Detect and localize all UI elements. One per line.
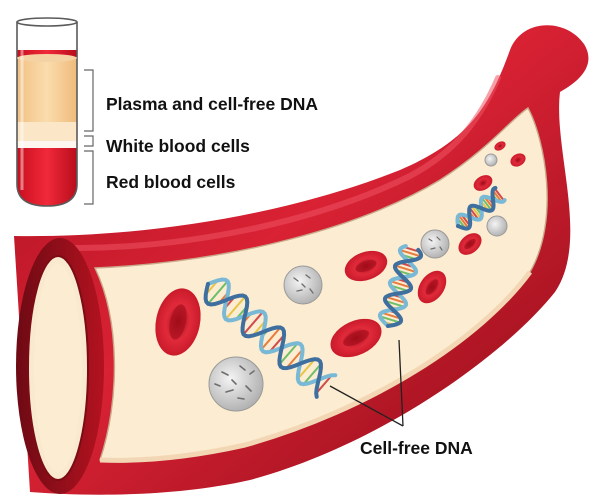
dna-base-pair bbox=[224, 295, 247, 320]
white-blood-cell-icon bbox=[208, 356, 264, 412]
dna-base-pair bbox=[457, 214, 470, 229]
dna-base-pair bbox=[394, 264, 417, 273]
red-blood-cell-icon bbox=[510, 153, 526, 167]
cell-free-dna-fragments bbox=[203, 185, 507, 399]
cell-free-dna-pointers bbox=[329, 339, 404, 427]
white-blood-cells bbox=[208, 153, 508, 412]
dna-strand bbox=[206, 277, 338, 387]
dna-base-pair bbox=[470, 205, 482, 219]
dna-base-pair bbox=[315, 374, 333, 394]
dna-strand bbox=[203, 282, 323, 399]
dna-base-pair bbox=[390, 280, 412, 289]
dna-base-pair bbox=[384, 300, 405, 308]
test-tube-icon bbox=[16, 17, 78, 207]
dna-base-pair bbox=[242, 311, 264, 335]
white-blood-cell-icon bbox=[420, 229, 450, 259]
dna-base-pair bbox=[297, 358, 316, 380]
red-blood-cells-label: Red blood cells bbox=[106, 172, 236, 192]
red-blood-cell-icon bbox=[344, 250, 388, 282]
white-blood-cell-icon bbox=[283, 265, 323, 305]
dna-base-pair bbox=[207, 280, 229, 305]
dna-helix-icon bbox=[203, 277, 338, 399]
red-blood-cell-icon bbox=[330, 318, 382, 358]
dna-base-pair bbox=[399, 249, 422, 258]
dna-base-pair bbox=[260, 326, 282, 350]
dna-base-pair bbox=[302, 363, 322, 385]
red-blood-cell-icon bbox=[473, 175, 493, 191]
layer-brackets bbox=[84, 69, 94, 205]
dna-base-pair bbox=[285, 348, 304, 369]
dna-base-pair bbox=[278, 342, 299, 365]
dna-base-pair bbox=[379, 315, 401, 324]
dna-base-pair bbox=[493, 187, 505, 202]
dna-helix-icon bbox=[377, 244, 424, 328]
dna-strand bbox=[456, 185, 498, 231]
white-blood-cell-icon bbox=[484, 153, 498, 167]
dna-base-pair bbox=[268, 334, 285, 353]
red-blood-cell-icon bbox=[458, 233, 482, 255]
tube-plasma-layer bbox=[17, 58, 77, 125]
red-blood-cell-icon bbox=[417, 270, 447, 304]
dna-base-pair bbox=[481, 197, 493, 212]
red-blood-cell-icon bbox=[494, 141, 506, 151]
dna-helix-icon bbox=[455, 185, 507, 231]
red-blood-cell-icon bbox=[155, 288, 201, 356]
plasma-label: Plasma and cell-free DNA bbox=[106, 94, 319, 114]
red-blood-cells bbox=[155, 141, 526, 358]
white-blood-cells-label: White blood cells bbox=[106, 136, 250, 156]
cell-free-dna-label: Cell-free DNA bbox=[360, 438, 473, 458]
dna-base-pair bbox=[385, 295, 407, 305]
dna-base-pair bbox=[381, 311, 402, 320]
dna-strand bbox=[382, 247, 424, 328]
white-blood-cell-icon bbox=[486, 215, 508, 237]
